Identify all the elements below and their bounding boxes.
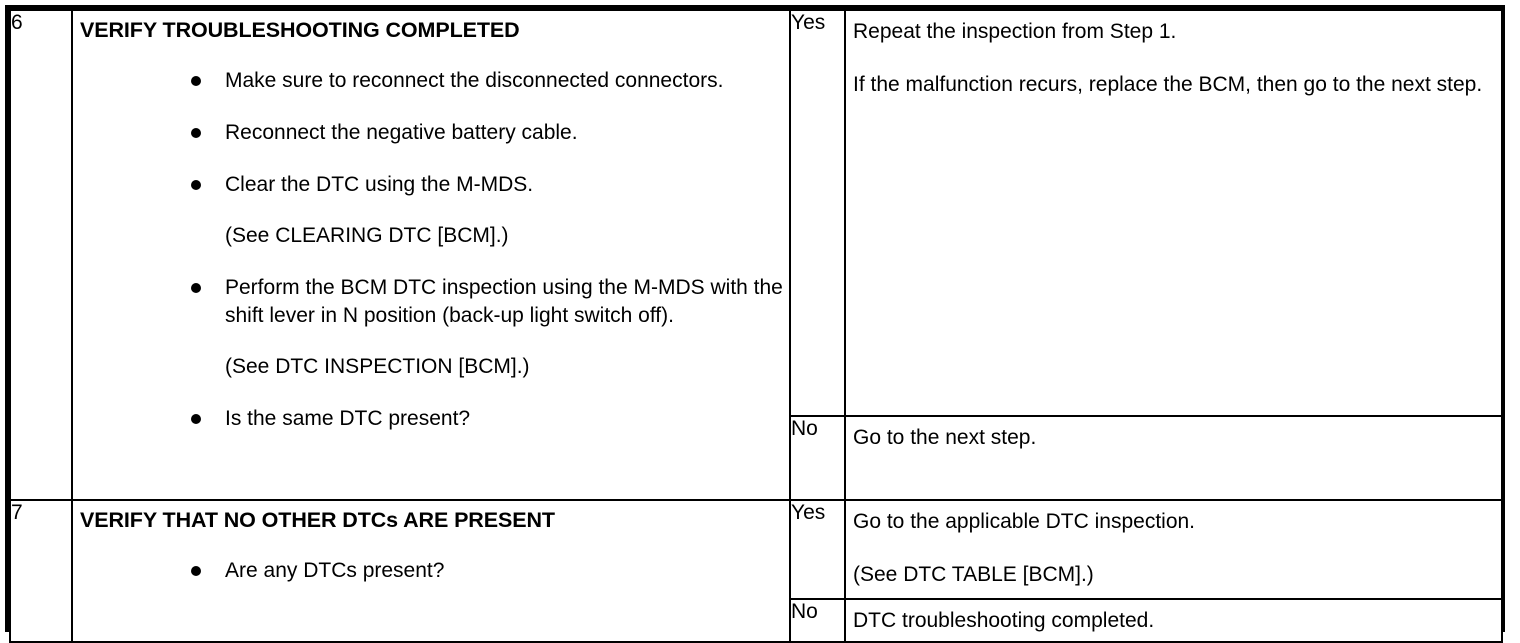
bullet-icon [191, 565, 201, 576]
step-number-cell: 6 [9, 9, 73, 501]
bullet-icon [191, 180, 201, 191]
list-item-label: Clear the DTC using the M-MDS. [225, 173, 534, 197]
cross-reference-note: (See DTC INSPECTION [BCM].) [225, 354, 530, 378]
list-item: Reconnect the negative battery cable. [80, 119, 789, 147]
list-item-label: Reconnect the negative battery cable. [225, 121, 578, 145]
action-cell-no: DTC troubleshooting completed. [844, 597, 1503, 643]
action-text: DTC troubleshooting completed. [853, 609, 1155, 632]
table-row: 7 VERIFY THAT NO OTHER DTCs ARE PRESENT … [9, 498, 1503, 643]
bullet-icon [191, 414, 201, 425]
answer-label-no: No [789, 415, 846, 501]
answer-label-yes: Yes [789, 9, 846, 417]
action-cell-yes: Repeat the inspection from Step 1. If th… [844, 9, 1503, 417]
troubleshooting-table: 6 VERIFY TROUBLESHOOTING COMPLETED Make … [5, 5, 1505, 643]
action-cell-yes: Go to the applicable DTC inspection. (Se… [844, 499, 1503, 600]
bullet-icon [191, 128, 201, 139]
list-item: Clear the DTC using the M-MDS. [80, 171, 789, 199]
list-item: Perform the BCM DTC inspection using the… [80, 274, 789, 331]
list-item: Are any DTCs present? [80, 557, 789, 585]
bullet-icon [191, 283, 201, 294]
action-text: Repeat the inspection from Step 1. [853, 20, 1177, 43]
inspection-item-list: Are any DTCs present? [80, 557, 789, 585]
action-text: If the malfunction recurs, replace the B… [853, 73, 1483, 97]
table: 6 VERIFY TROUBLESHOOTING COMPLETED Make … [9, 9, 1503, 643]
action-text: Go to the next step. [853, 426, 1037, 449]
step-number-cell: 7 [9, 498, 73, 643]
answer-label-no: No [789, 597, 846, 643]
table-row: 6 VERIFY TROUBLESHOOTING COMPLETED Make … [9, 9, 1503, 501]
cross-reference-note: (See DTC TABLE [BCM].) [853, 563, 1094, 587]
answer-label-yes: Yes [789, 499, 846, 600]
table-row: No Go to the next step. [10, 415, 1503, 501]
step-heading: VERIFY THAT NO OTHER DTCs ARE PRESENT [80, 508, 555, 532]
list-item: Make sure to reconnect the disconnected … [80, 67, 789, 95]
list-item-label: Make sure to reconnect the disconnected … [225, 68, 724, 92]
list-item-label: Are any DTCs present? [225, 558, 445, 582]
table-row: No DTC troubleshooting completed. [10, 597, 1503, 643]
cross-reference-note: (See CLEARING DTC [BCM].) [225, 223, 509, 247]
action-cell-no: Go to the next step. [844, 415, 1503, 501]
list-item: Is the same DTC present? [80, 405, 789, 433]
action-text: Go to the applicable DTC inspection. [853, 510, 1196, 533]
list-item-label: Perform the BCM DTC inspection using the… [225, 276, 783, 328]
bullet-icon [191, 75, 201, 86]
inspection-item-list: Make sure to reconnect the disconnected … [80, 67, 789, 434]
step-inspection-cell: VERIFY THAT NO OTHER DTCs ARE PRESENT Ar… [71, 498, 791, 643]
step-inspection-cell: VERIFY TROUBLESHOOTING COMPLETED Make su… [71, 9, 791, 501]
list-item-label: Is the same DTC present? [225, 407, 471, 431]
step-heading: VERIFY TROUBLESHOOTING COMPLETED [80, 18, 520, 42]
